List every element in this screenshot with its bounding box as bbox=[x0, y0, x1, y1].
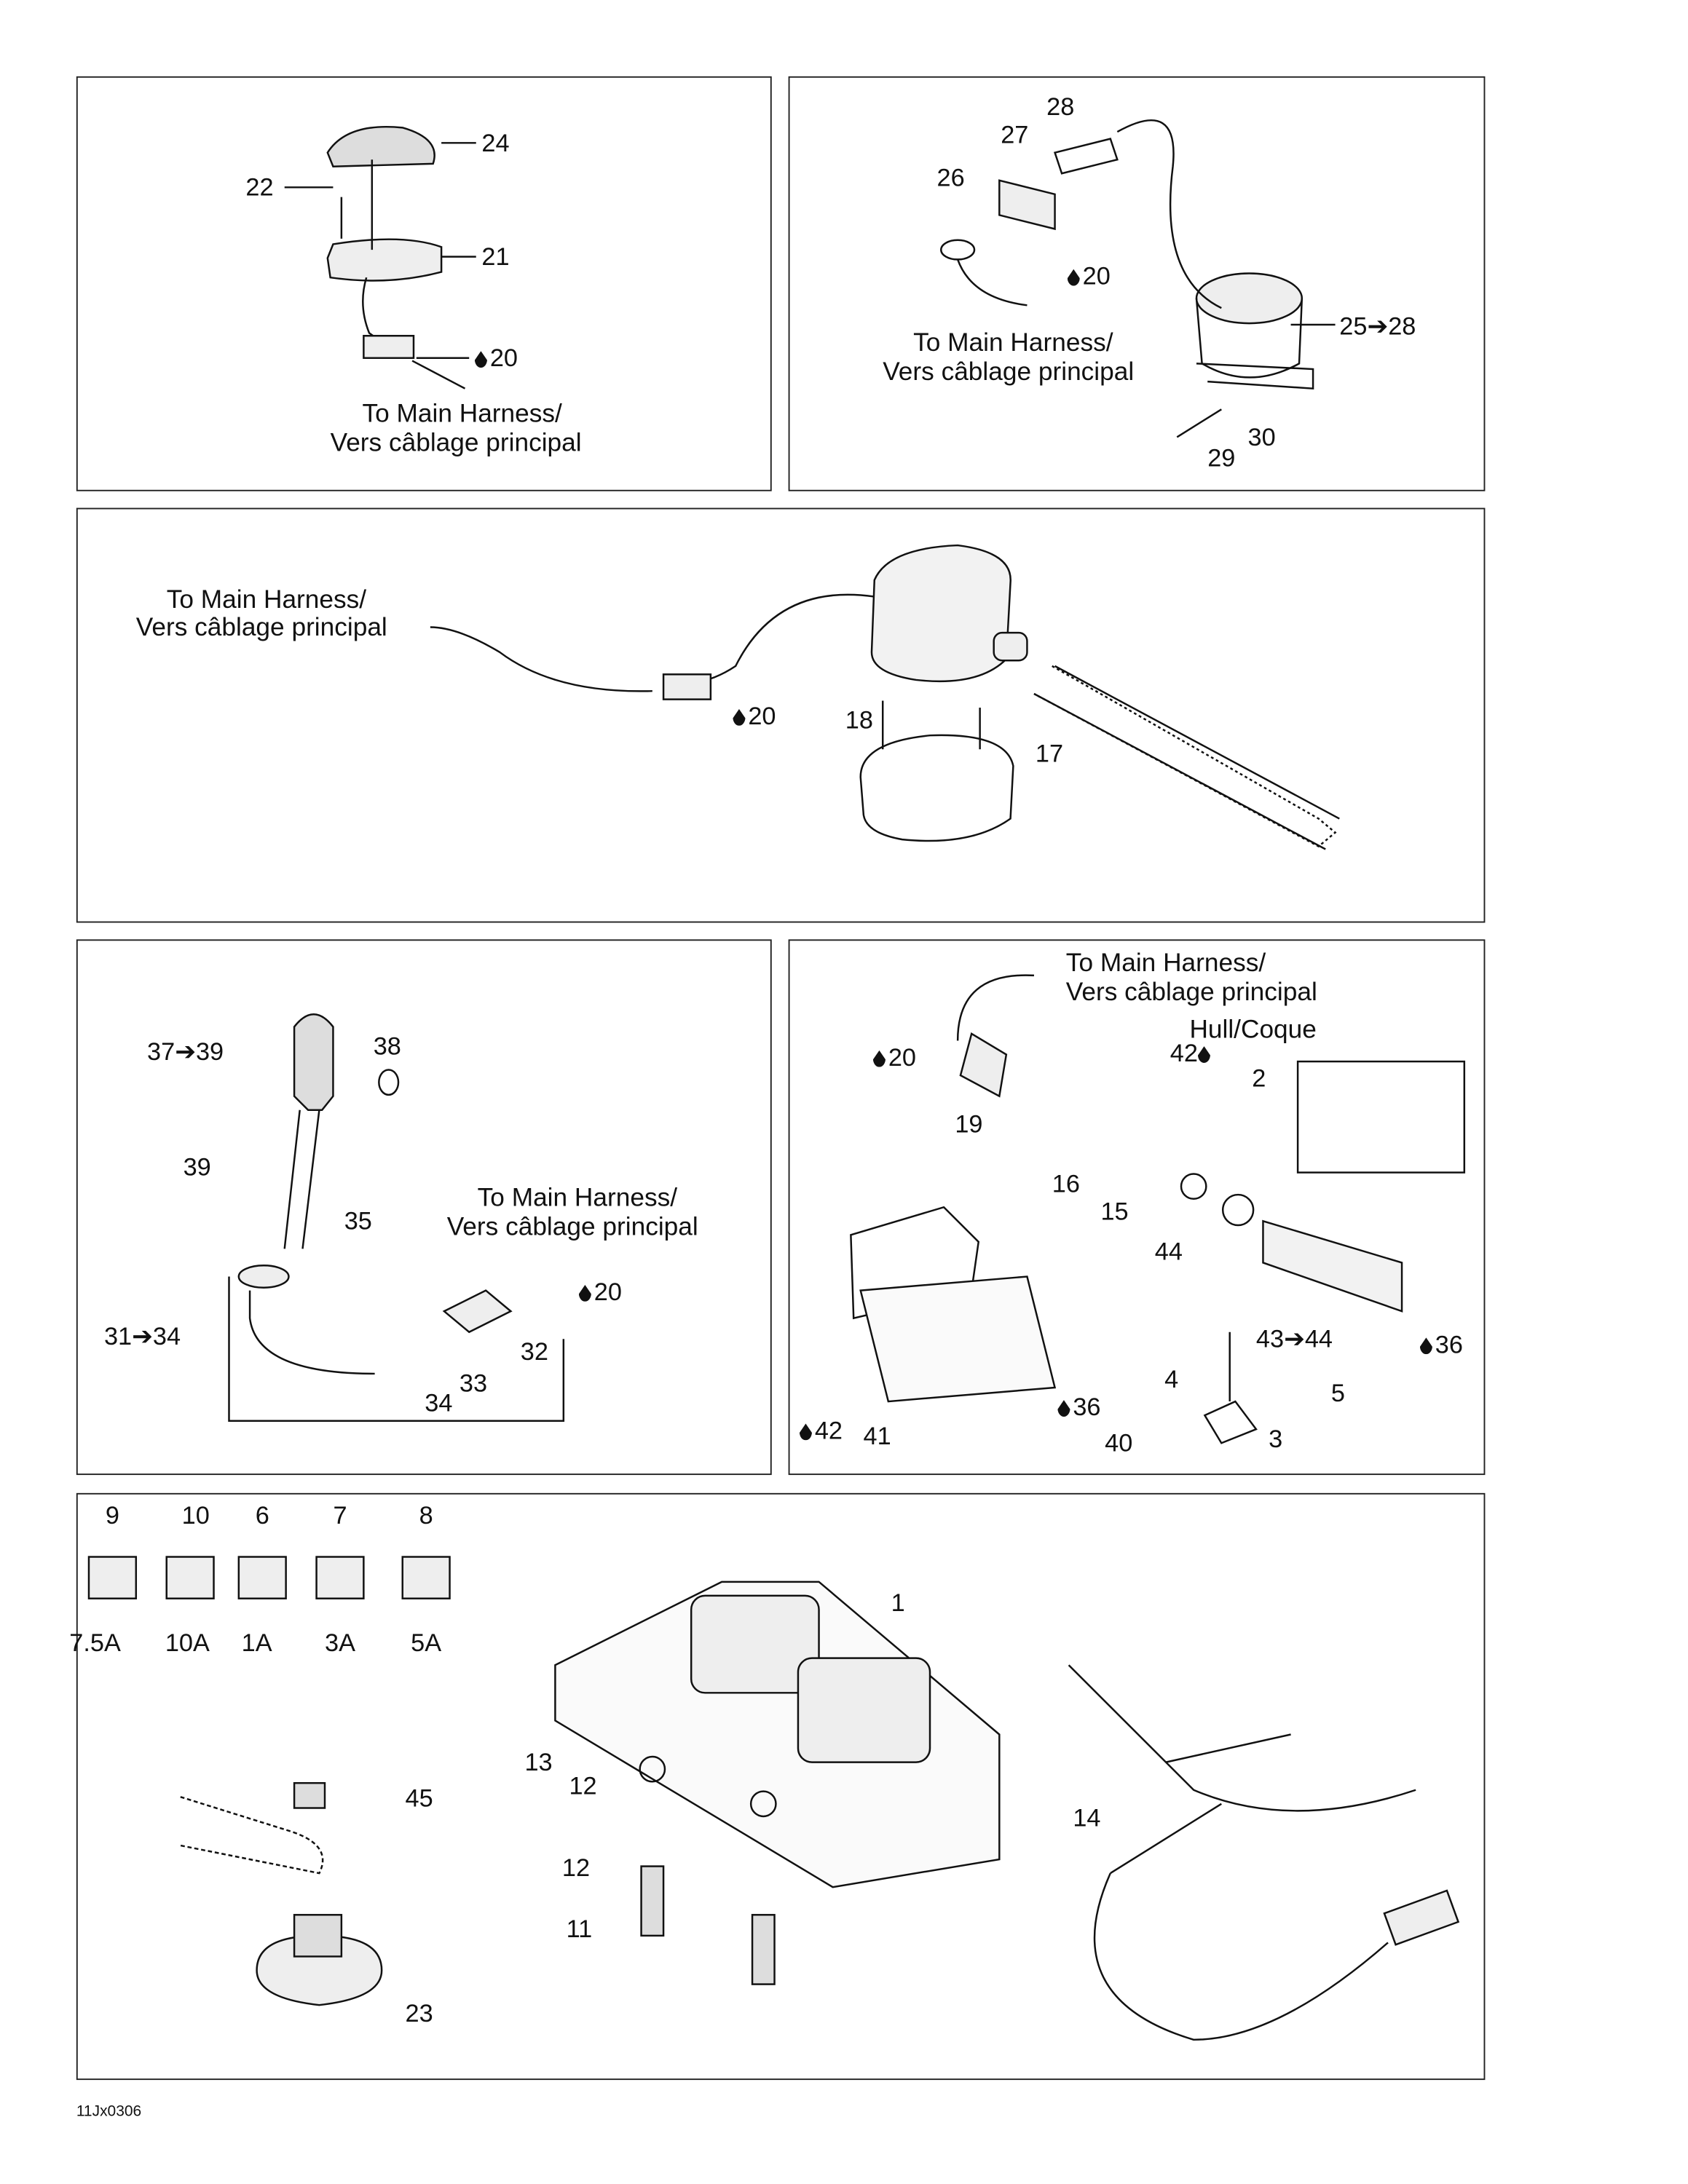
callout-33: 33 bbox=[459, 1369, 488, 1398]
callout-44: 44 bbox=[1154, 1238, 1183, 1266]
lubricant-drop-icon bbox=[799, 1423, 813, 1441]
callout-number: 20 bbox=[888, 1043, 917, 1072]
callout-number: 20 bbox=[593, 1278, 622, 1306]
callout-36: 36 bbox=[1057, 1393, 1101, 1421]
callout-41: 41 bbox=[863, 1422, 891, 1450]
fuse-rating: 5A bbox=[411, 1629, 442, 1657]
callout-20: 20 bbox=[1067, 262, 1111, 290]
harness-label-fr: Vers câblage principal bbox=[330, 427, 582, 457]
callout-4: 4 bbox=[1164, 1365, 1179, 1393]
fuse-number: 7 bbox=[333, 1501, 347, 1530]
fuse-rating: 7.5A bbox=[69, 1629, 121, 1657]
callout-11: 11 bbox=[566, 1915, 593, 1943]
harness-label-fr: Vers câblage principal bbox=[135, 612, 387, 641]
harness-label-en: To Main Harness/ bbox=[477, 1182, 678, 1211]
callout-5: 5 bbox=[1330, 1379, 1345, 1407]
callout-number: 36 bbox=[1073, 1393, 1101, 1421]
callout-20: 20 bbox=[733, 702, 776, 730]
callout-25-28: 25➔28 bbox=[1339, 312, 1416, 340]
hull-label: Hull/Coque bbox=[1189, 1014, 1317, 1044]
callout-45: 45 bbox=[405, 1784, 433, 1813]
callout-number: 20 bbox=[489, 344, 518, 372]
harness-label-en: To Main Harness/ bbox=[362, 398, 562, 428]
callout-16: 16 bbox=[1052, 1169, 1080, 1198]
callout-number: 36 bbox=[1435, 1330, 1463, 1358]
panel-fuse-box-harness bbox=[76, 1492, 1486, 2081]
callout-21: 21 bbox=[481, 242, 510, 271]
fuse-number: 6 bbox=[255, 1501, 269, 1530]
callout-13: 13 bbox=[524, 1748, 553, 1776]
callout-24: 24 bbox=[481, 129, 510, 157]
lubricant-drop-icon bbox=[474, 351, 488, 368]
harness-label-en: To Main Harness/ bbox=[166, 584, 367, 614]
panel-navigation-light bbox=[76, 939, 772, 1476]
fuse-rating: 10A bbox=[165, 1629, 210, 1657]
harness-label-en: To Main Harness/ bbox=[1065, 947, 1266, 977]
fuse-number: 10 bbox=[181, 1501, 210, 1530]
lubricant-drop-icon bbox=[1197, 1046, 1211, 1063]
callout-27: 27 bbox=[1001, 120, 1029, 149]
callout-37-39: 37➔39 bbox=[147, 1037, 224, 1066]
callout-26: 26 bbox=[936, 163, 965, 192]
harness-label-fr: Vers câblage principal bbox=[883, 356, 1135, 386]
callout-38: 38 bbox=[373, 1032, 401, 1061]
callout-31-34: 31➔34 bbox=[103, 1322, 181, 1350]
callout-number: 20 bbox=[748, 702, 776, 730]
callout-1: 1 bbox=[891, 1588, 905, 1617]
callout-12: 12 bbox=[569, 1771, 597, 1800]
harness-label-fr: Vers câblage principal bbox=[1065, 976, 1317, 1006]
callout-3: 3 bbox=[1269, 1425, 1283, 1453]
lubricant-drop-icon bbox=[578, 1284, 591, 1302]
callout-17: 17 bbox=[1035, 739, 1064, 768]
callout-28: 28 bbox=[1046, 92, 1075, 121]
fuse-rating: 3A bbox=[325, 1629, 355, 1657]
callout-22: 22 bbox=[245, 173, 274, 202]
callout-20: 20 bbox=[474, 344, 518, 372]
fuse-rating: 1A bbox=[241, 1629, 272, 1657]
lubricant-drop-icon bbox=[1067, 269, 1080, 286]
callout-20: 20 bbox=[578, 1278, 622, 1306]
figure-code: 11Jx0306 bbox=[76, 2103, 142, 2121]
callout-32: 32 bbox=[520, 1337, 548, 1366]
panel-light bbox=[76, 76, 772, 491]
fuse-number: 8 bbox=[419, 1501, 433, 1530]
callout-43-44: 43➔44 bbox=[1255, 1325, 1333, 1353]
callout-34: 34 bbox=[425, 1388, 453, 1417]
lubricant-drop-icon bbox=[1419, 1337, 1432, 1355]
panel-bilge-pump bbox=[76, 507, 1486, 923]
callout-number: 42 bbox=[1170, 1039, 1198, 1067]
callout-12: 12 bbox=[561, 1853, 591, 1882]
callout-20: 20 bbox=[872, 1043, 917, 1072]
panel-speed-sensor bbox=[788, 939, 1486, 1476]
callout-40: 40 bbox=[1105, 1429, 1133, 1457]
callout-14: 14 bbox=[1073, 1803, 1101, 1832]
harness-label-en: To Main Harness/ bbox=[913, 327, 1113, 357]
callout-19: 19 bbox=[955, 1109, 983, 1138]
panel-bilge-switch bbox=[788, 76, 1486, 491]
lubricant-drop-icon bbox=[872, 1050, 886, 1067]
callout-number: 20 bbox=[1082, 262, 1111, 290]
harness-label-fr: Vers câblage principal bbox=[446, 1211, 698, 1241]
callout-30: 30 bbox=[1247, 423, 1276, 451]
callout-2: 2 bbox=[1252, 1064, 1266, 1093]
lubricant-drop-icon bbox=[1057, 1400, 1070, 1417]
callout-35: 35 bbox=[344, 1207, 372, 1235]
callout-36: 36 bbox=[1419, 1330, 1463, 1358]
callout-39: 39 bbox=[183, 1152, 211, 1182]
callout-number: 42 bbox=[814, 1417, 843, 1445]
lubricant-drop-icon bbox=[733, 708, 746, 726]
callout-15: 15 bbox=[1100, 1197, 1129, 1225]
callout-18: 18 bbox=[845, 706, 873, 735]
callout-42: 42 bbox=[799, 1417, 843, 1445]
fuse-number: 9 bbox=[105, 1501, 119, 1530]
callout-23: 23 bbox=[405, 1999, 433, 2027]
callout-29: 29 bbox=[1207, 443, 1236, 472]
callout-42: 42 bbox=[1170, 1040, 1213, 1067]
